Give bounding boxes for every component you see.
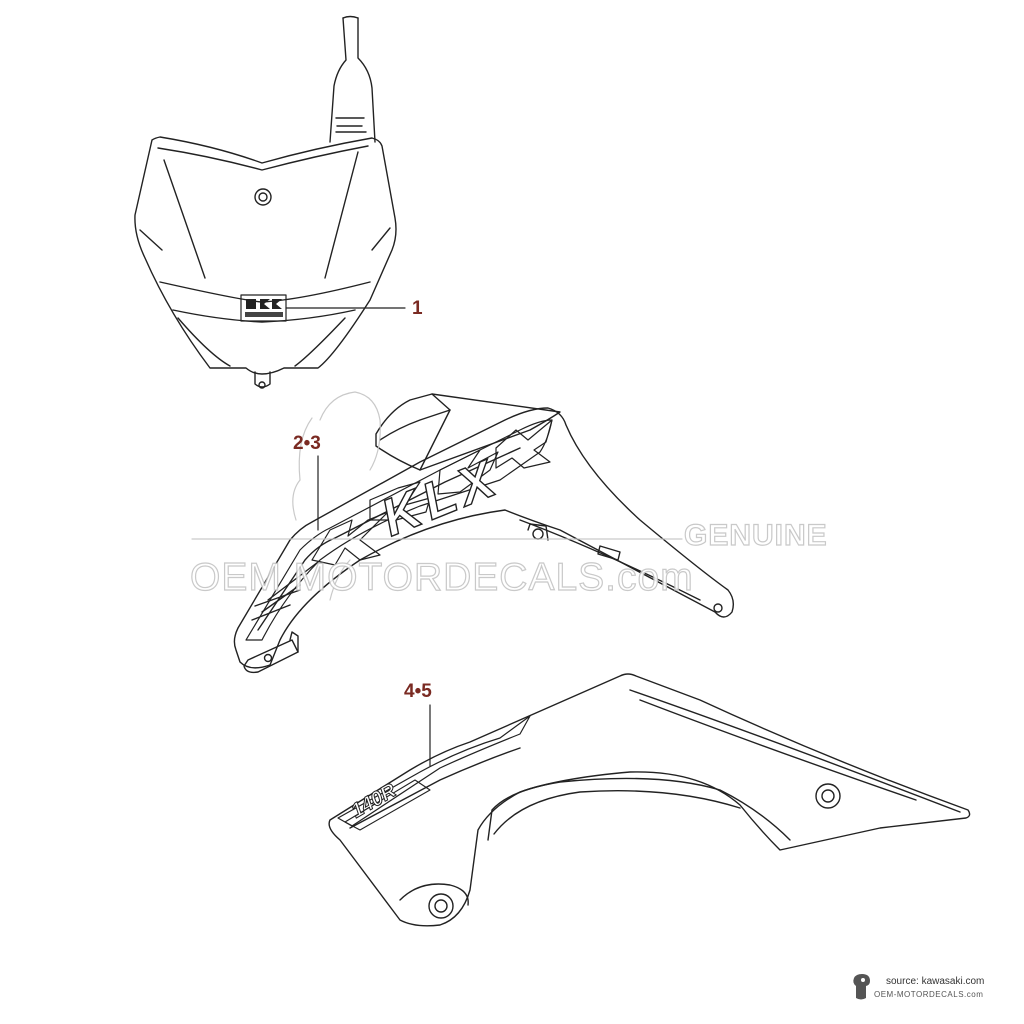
callout-1: 1 (412, 298, 423, 319)
callout-4-5: 4•5 (404, 681, 432, 702)
140r-decal (344, 779, 431, 831)
side-cover (328, 673, 971, 927)
source-logo-icon (853, 974, 870, 1000)
front-number-plate (134, 15, 406, 389)
watermark-graphic (191, 391, 683, 601)
radiator-shroud (233, 393, 735, 674)
watermark-site: OEM MOTORDECALS.com (189, 555, 694, 599)
callout-2-3: 2•3 (293, 433, 321, 454)
watermark-genuine: GENUINE (683, 518, 828, 552)
source-label: source: kawasaki.com (886, 976, 985, 987)
source-site: OEM-MOTORDECALS.com (874, 990, 984, 999)
